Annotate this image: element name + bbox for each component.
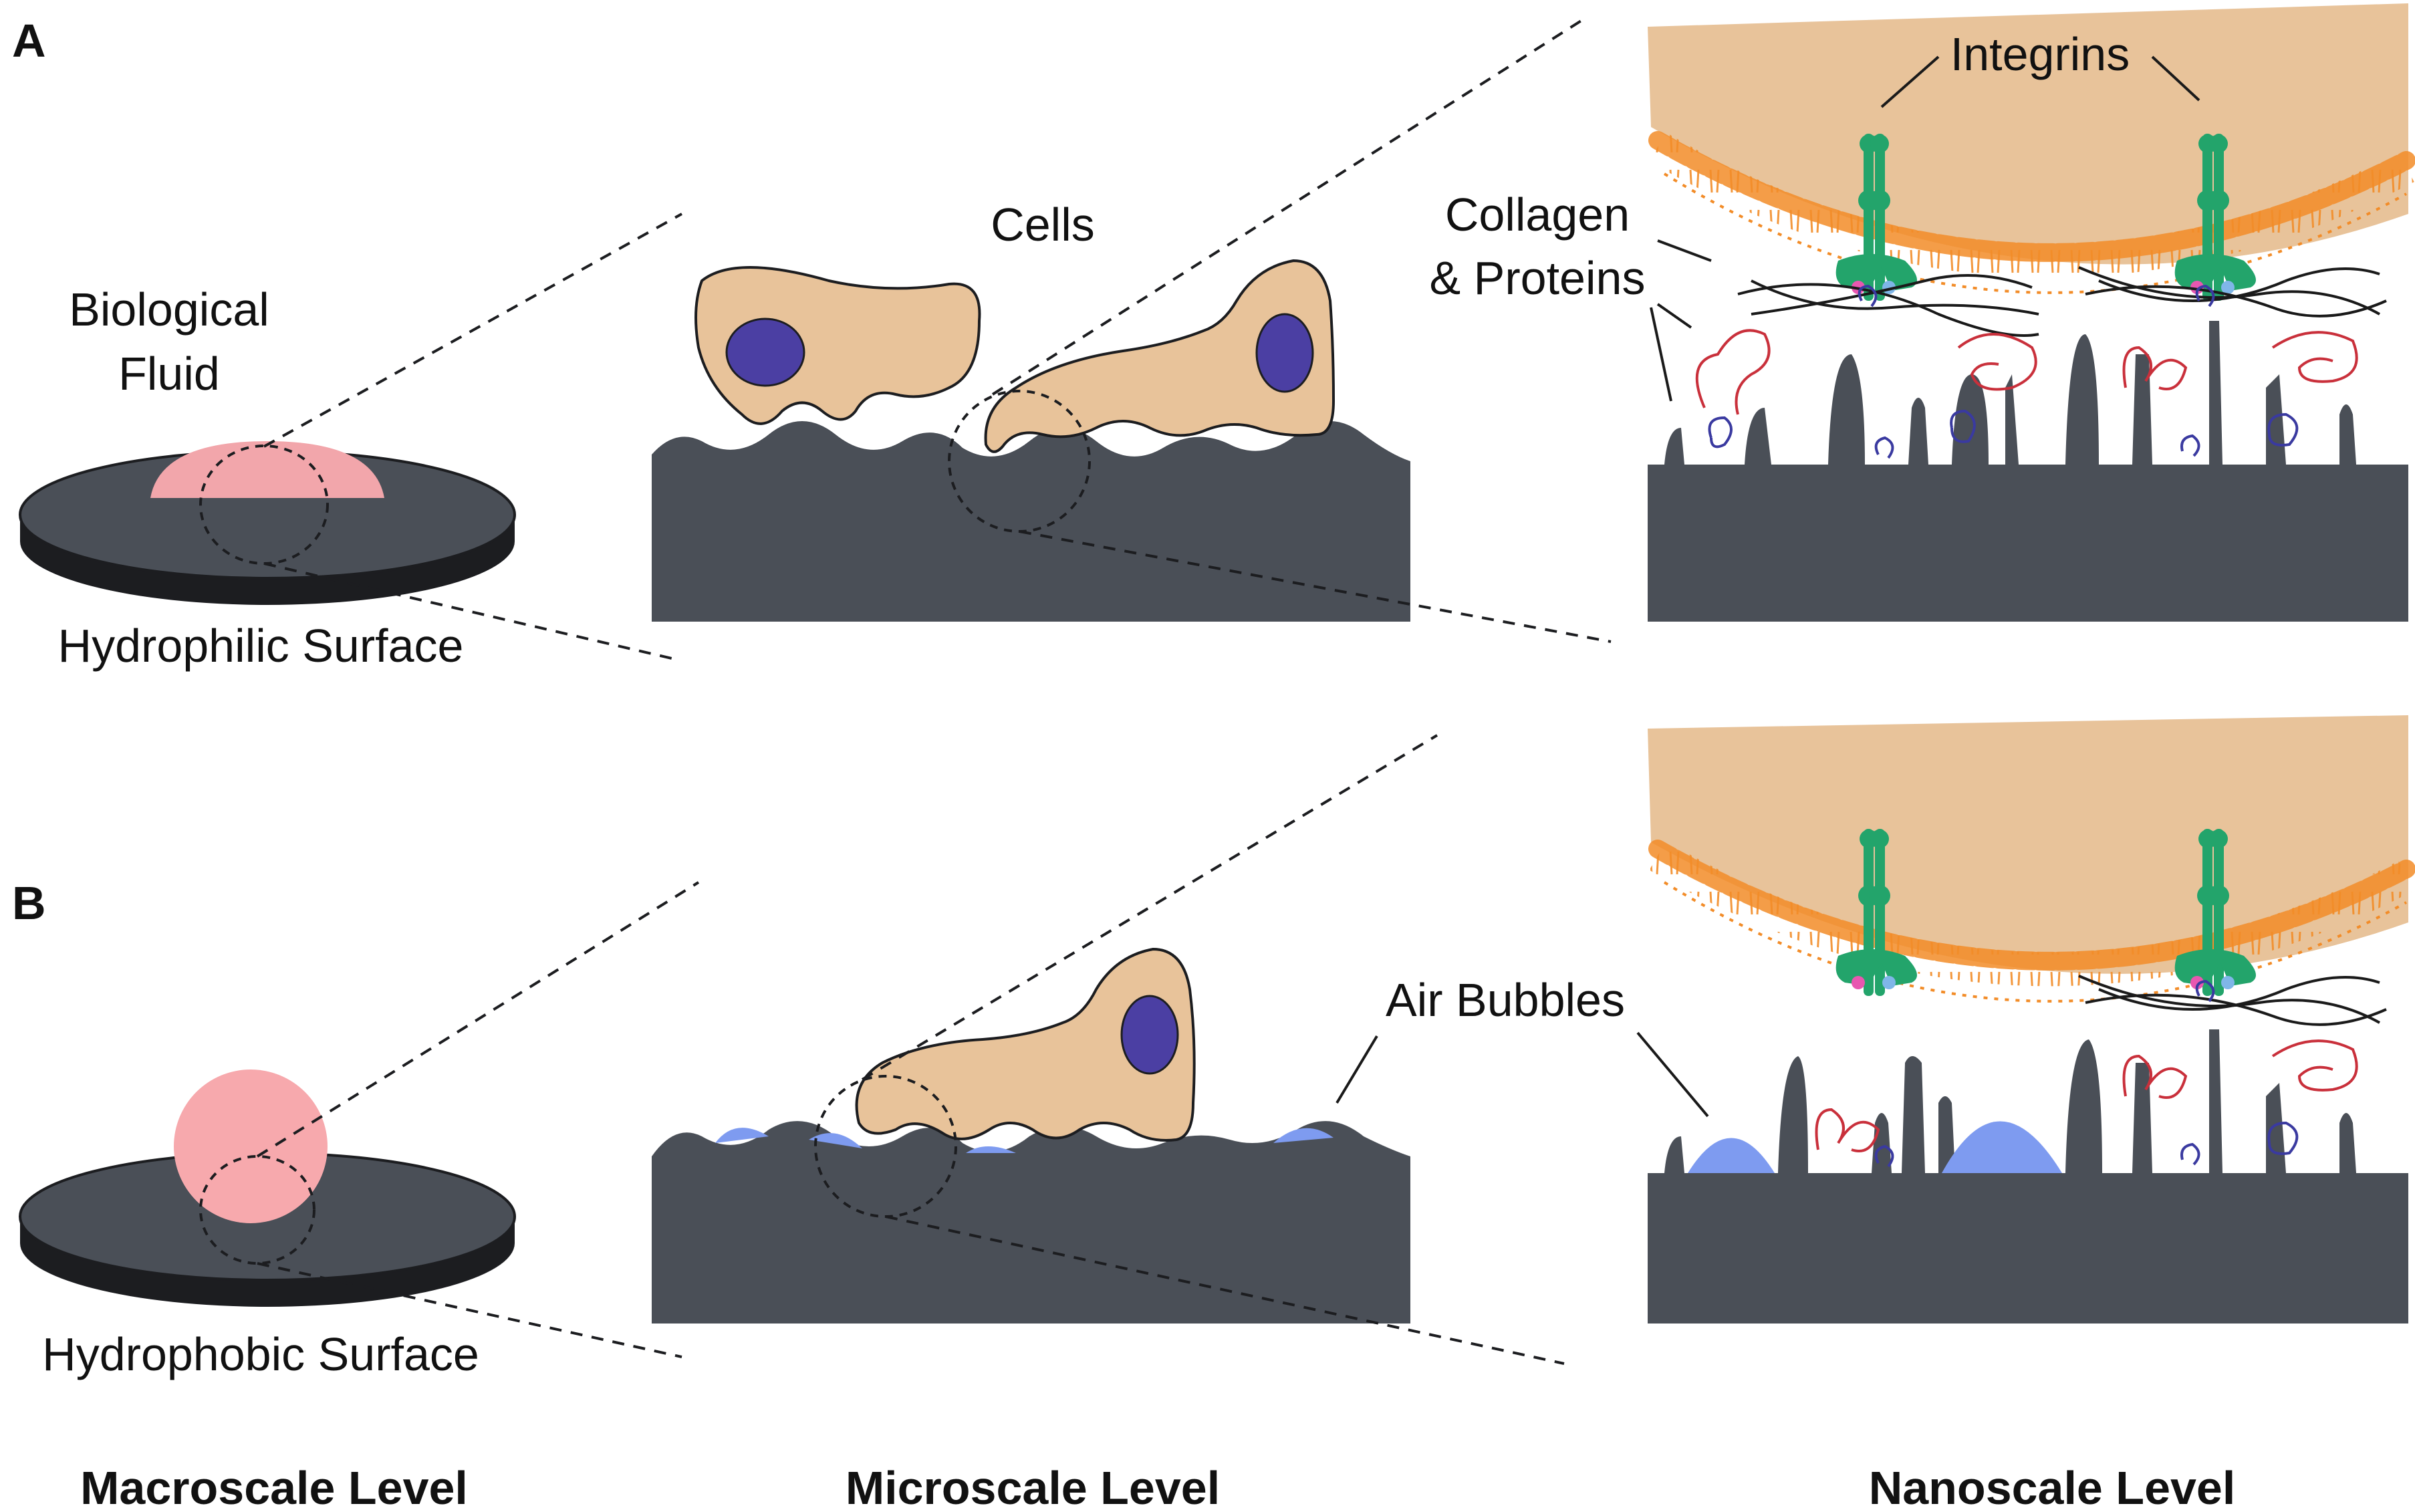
nano-scene-b [1636, 715, 2415, 1324]
integrin-a-right [2174, 134, 2256, 301]
nucleus-a2 [1255, 313, 1314, 393]
microscale-level-label: Microscale Level [846, 1462, 1220, 1512]
cells-label: Cells [991, 199, 1095, 251]
micro-scene-b [652, 734, 1565, 1365]
nucleus-b1 [1120, 995, 1179, 1075]
zoom-circle-b [199, 1155, 315, 1265]
integrin-b-left [1835, 829, 1917, 996]
nanoscale-level-label: Nanoscale Level [1869, 1462, 2236, 1512]
integrin-b-right [2174, 829, 2256, 996]
panel-b-letter: B [12, 877, 46, 929]
biological-fluid-label-1: Biological [69, 283, 269, 336]
biological-fluid-label-2: Fluid [118, 348, 220, 400]
integrin-a-left [1835, 134, 1917, 301]
cell-a2 [984, 259, 1336, 453]
macro-disc-b [19, 881, 700, 1358]
integrins-label: Integrins [1950, 28, 2130, 80]
fluid-droplet-bead [174, 1069, 328, 1223]
air-bubbles-label: Air Bubbles [1386, 974, 1625, 1026]
macroscale-level-label: Macroscale Level [80, 1462, 468, 1512]
nano-scene-a [1648, 3, 2415, 622]
nucleus-a1 [725, 318, 805, 387]
collagen-label-2: & Proteins [1430, 252, 1646, 304]
hydrophilic-surface-label: Hydrophilic Surface [58, 620, 464, 672]
cell-b1 [855, 947, 1196, 1142]
fluid-droplet-spread [150, 441, 384, 498]
panel-a-letter: A [12, 15, 46, 67]
macro-disc-a [19, 213, 682, 660]
micro-scene-a [652, 15, 1612, 643]
collagen-label-1: Collagen [1445, 188, 1630, 241]
hydrophobic-surface-label: Hydrophobic Surface [42, 1328, 479, 1380]
